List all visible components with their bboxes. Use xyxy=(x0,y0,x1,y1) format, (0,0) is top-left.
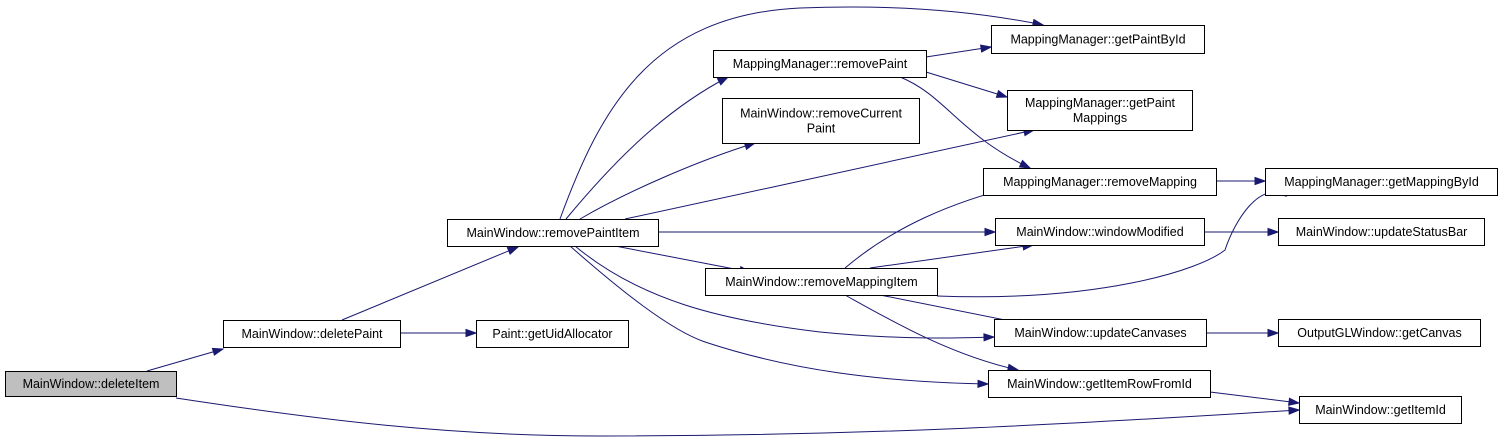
arrow-head xyxy=(716,76,730,86)
node-label: MappingManager::getPaintById xyxy=(1010,33,1185,47)
node-getCanvas[interactable]: OutputGLWindow::getCanvas xyxy=(1278,319,1481,347)
node-label: Mappings xyxy=(1073,111,1127,125)
edge-deleteItem-to-getItemId xyxy=(175,397,1301,437)
arrow-head xyxy=(1267,328,1280,338)
node-getMappingById[interactable]: MappingManager::getMappingById xyxy=(1265,168,1498,196)
node-getPaintById[interactable]: MappingManager::getPaintById xyxy=(991,25,1205,54)
edge-getItemRowFromId-to-getItemId xyxy=(1209,391,1301,406)
arrow-head xyxy=(506,246,520,255)
node-label: MainWindow::updateCanvases xyxy=(1014,326,1186,340)
arrow-head xyxy=(1288,397,1301,406)
node-label: MainWindow::getItemRowFromId xyxy=(1007,377,1192,391)
arrow-head xyxy=(1267,227,1280,237)
node-label: MappingManager::removeMapping xyxy=(1003,175,1197,189)
node-getItemId[interactable]: MainWindow::getItemId xyxy=(1299,396,1462,424)
node-getItemRowFromId[interactable]: MainWindow::getItemRowFromId xyxy=(988,370,1211,398)
node-label: MainWindow::removeMappingItem xyxy=(725,275,917,289)
arrow-head xyxy=(1018,159,1032,169)
node-label: MainWindow::getItemId xyxy=(1315,403,1446,417)
edge-removePaintItem-to-windowModified xyxy=(658,227,997,237)
edge-deletePaint-to-removePaintItem xyxy=(341,246,520,321)
node-label: MappingManager::removePaint xyxy=(733,57,908,71)
arrow-head xyxy=(983,333,996,342)
node-getUidAllocator[interactable]: Paint::getUidAllocator xyxy=(476,320,629,348)
nodes-layer: MainWindow::deleteItem MainWindow::delete… xyxy=(5,25,1498,424)
edge-mm_removePaint-to-removeMapping xyxy=(899,76,1032,169)
edge-removePaintItem-to-updateCanvases xyxy=(574,245,996,342)
node-label: MainWindow::removeCurrent xyxy=(740,107,902,121)
edge-removeMappingItem-to-windowModified xyxy=(869,242,1035,269)
node-label: MainWindow::updateStatusBar xyxy=(1296,225,1468,239)
edge-deleteItem-to-deletePaint xyxy=(146,347,225,372)
edge-updateCanvases-to-getCanvas xyxy=(1206,328,1280,338)
node-label: MainWindow::deletePaint xyxy=(241,327,383,341)
edge-removePaintItem-to-getItemRowFromId xyxy=(569,245,990,388)
node-label: MainWindow::windowModified xyxy=(1016,225,1183,239)
node-label: MappingManager::getMappingById xyxy=(1284,175,1479,189)
arrow-head xyxy=(980,44,993,53)
node-updateStatusBar[interactable]: MainWindow::updateStatusBar xyxy=(1278,218,1485,246)
node-label: Paint xyxy=(807,122,836,136)
arrow-head xyxy=(1254,176,1267,186)
edge-removeMapping-to-getMappingById xyxy=(1216,176,1267,186)
node-removeMappingItem[interactable]: MainWindow::removeMappingItem xyxy=(705,268,938,296)
edge-deletePaint-to-getUidAllocator xyxy=(400,328,478,338)
node-windowModified[interactable]: MainWindow::windowModified xyxy=(995,218,1205,246)
arrow-head xyxy=(984,227,997,237)
edge-mm_removePaint-to-getPaintMappings xyxy=(925,71,1009,98)
edge-removePaintItem-to-removeCurrentPaint xyxy=(579,142,757,220)
node-label: OutputGLWindow::getCanvas xyxy=(1297,326,1461,340)
edge-windowModified-to-updateStatusBar xyxy=(1204,227,1280,237)
node-updateCanvases[interactable]: MainWindow::updateCanvases xyxy=(994,319,1207,347)
node-label: MainWindow::removePaintItem xyxy=(467,226,640,240)
arrow-head xyxy=(211,347,225,356)
node-removePaintItem[interactable]: MainWindow::removePaintItem xyxy=(447,219,659,247)
node-mm_removePaint[interactable]: MappingManager::removePaint xyxy=(713,50,927,78)
arrow-head xyxy=(977,379,990,388)
arrow-head xyxy=(465,328,478,338)
edge-removeMappingItem-to-getItemRowFromId xyxy=(844,294,1020,372)
node-deletePaint[interactable]: MainWindow::deletePaint xyxy=(223,320,401,348)
node-label: MainWindow::deleteItem xyxy=(23,377,160,391)
node-label: Paint::getUidAllocator xyxy=(492,327,612,341)
node-label: MappingManager::getPaint xyxy=(1025,96,1176,110)
node-deleteItem[interactable]: MainWindow::deleteItem xyxy=(5,371,177,397)
arrow-head xyxy=(1288,406,1301,415)
node-removeMapping[interactable]: MappingManager::removeMapping xyxy=(983,168,1217,196)
edge-mm_removePaint-to-getPaintById xyxy=(925,44,993,58)
arrow-head xyxy=(995,89,1009,98)
